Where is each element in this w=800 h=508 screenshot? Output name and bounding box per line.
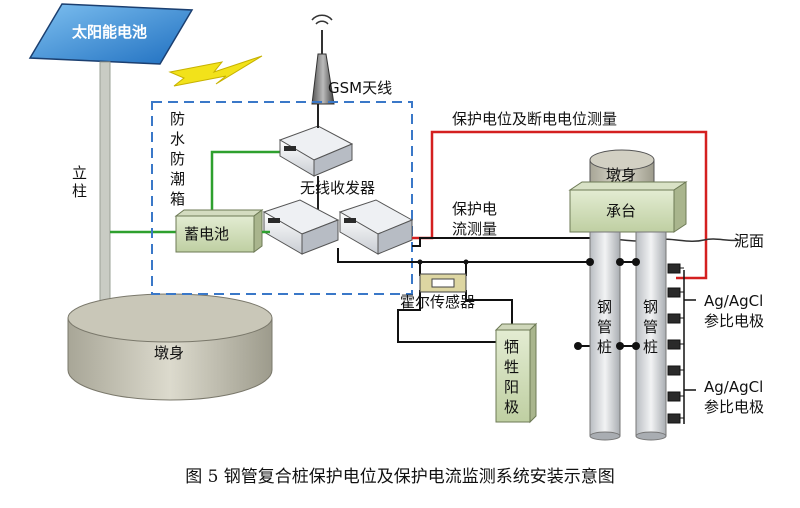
svg-text:桩: 桩	[597, 338, 612, 356]
electrode-label-1a: Ag/AgCl	[704, 292, 763, 310]
svg-text:钢: 钢	[643, 298, 658, 316]
svg-text:牲: 牲	[504, 358, 519, 376]
cap-label: 承台	[606, 202, 636, 220]
svg-text:防: 防	[170, 150, 185, 168]
sacrificial-anode: 牺 牲 阳 极	[494, 322, 538, 424]
hall-sensor-label: 霍尔传感器	[400, 293, 475, 311]
svg-text:极: 极	[504, 398, 519, 416]
lightning-icon	[168, 55, 263, 87]
transceiver-right	[338, 199, 414, 255]
battery-wire-transceiver	[210, 150, 282, 214]
hall-sensor: 霍尔传感器	[400, 273, 475, 311]
electrode-label-2b: 参比电极	[704, 398, 764, 416]
reference-electrodes	[667, 263, 696, 424]
pole-label-1: 立	[72, 164, 87, 182]
pile-cap: 承台	[568, 181, 688, 233]
figure-caption: 图 5 钢管复合桩保护电位及保护电流监测系统安装示意图	[185, 467, 615, 487]
transceiver-left	[262, 199, 340, 255]
svg-text:牺: 牺	[504, 338, 519, 356]
svg-text:阳: 阳	[504, 378, 519, 396]
pole: 立 柱	[72, 61, 111, 311]
battery: 蓄电池	[174, 209, 264, 253]
steel-pile-right: 钢 管 桩	[635, 231, 667, 441]
svg-text:箱: 箱	[170, 190, 185, 208]
svg-text:防: 防	[170, 110, 185, 128]
svg-text:桩: 桩	[643, 338, 658, 356]
mudline	[589, 238, 741, 243]
antenna-label: GSM天线	[328, 79, 392, 97]
pole-label-2: 柱	[72, 182, 87, 200]
svg-text:潮: 潮	[170, 170, 185, 188]
svg-text:水: 水	[170, 130, 185, 148]
transceiver-label: 无线收发器	[300, 179, 375, 197]
box-label: 防 水 防 潮 箱	[170, 110, 185, 208]
steel-pile-left: 钢 管 桩	[589, 231, 621, 441]
mudline-label: 泥面	[734, 232, 764, 250]
battery-label: 蓄电池	[184, 225, 229, 243]
potential-label: 保护电位及断电电位测量	[452, 110, 617, 128]
electrode-label-2a: Ag/AgCl	[704, 378, 763, 396]
pier-left: 墩身	[67, 293, 273, 401]
current-label-2: 流测量	[452, 220, 497, 238]
svg-text:钢: 钢	[597, 298, 612, 316]
solar-panel: 太阳能电池	[28, 3, 194, 65]
antenna: GSM天线	[311, 14, 392, 105]
svg-text:管: 管	[643, 318, 658, 336]
pier-top-label: 墩身	[606, 166, 636, 184]
svg-text:管: 管	[597, 318, 612, 336]
pier-left-label: 墩身	[154, 344, 184, 362]
solar-panel-label: 太阳能电池	[72, 23, 147, 41]
current-label-1: 保护电	[452, 200, 497, 218]
transceiver-top	[278, 125, 354, 177]
wifi-icon	[311, 14, 333, 25]
electrode-label-1b: 参比电极	[704, 312, 764, 330]
waterproof-box	[151, 101, 413, 295]
